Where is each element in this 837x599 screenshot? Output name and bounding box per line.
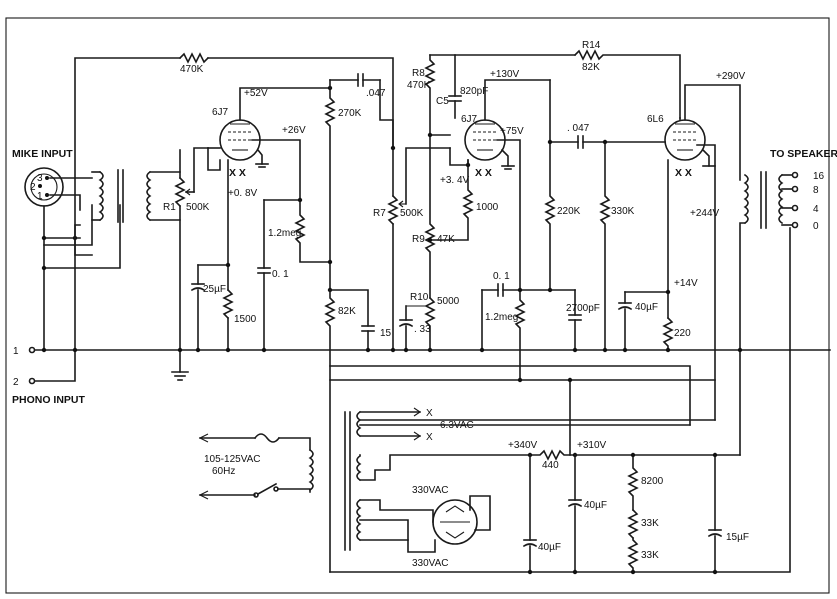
r-8200: 8200 xyxy=(641,476,664,487)
c5-value: 820pF xyxy=(460,86,488,97)
cap-33-value: . 33 xyxy=(414,324,431,335)
cap-40uf-b xyxy=(522,454,538,573)
hv-top-label: 330VAC xyxy=(412,485,449,496)
cap-2700pf-value: 2700pF xyxy=(566,303,600,314)
r7-name: R7 xyxy=(373,208,386,219)
speaker-terminals xyxy=(781,171,799,351)
cap-01-a-value: 0. 1 xyxy=(272,269,289,280)
cap-047-b-value: . 047 xyxy=(567,123,590,134)
cap-25uf-value: 25µF xyxy=(203,284,226,295)
cap-33 xyxy=(398,305,414,351)
phono-pin2: 2 xyxy=(13,377,19,388)
mains-freq-label: 60Hz xyxy=(212,466,235,477)
v2-cathode-voltage: +3. 4V xyxy=(440,175,470,186)
speaker-tap-16: 16 xyxy=(813,171,825,182)
r14-value: 82K xyxy=(582,62,600,73)
v1-screen-voltage: +26V xyxy=(282,125,306,136)
cap-40uf-a xyxy=(617,291,633,351)
tube-v2-heater: X X xyxy=(475,167,492,179)
v3-cathode-voltage: +14V xyxy=(674,278,698,289)
cap-15uf xyxy=(707,454,723,573)
r-cathode-1000: 1000 xyxy=(476,202,499,213)
output-transformer xyxy=(739,171,784,351)
r7-value: 500K xyxy=(400,208,424,219)
speaker-tap-0: 0 xyxy=(813,221,819,232)
v1-plate-voltage: +52V xyxy=(244,88,268,99)
phono-terminal-1 xyxy=(28,346,36,354)
cap-40uf-b-value: 40µF xyxy=(538,542,561,553)
cap-15-value: 15 xyxy=(380,328,392,339)
r14-name: R14 xyxy=(582,40,601,51)
heater-x1: X xyxy=(426,408,433,419)
cap-40uf-c-value: 40µF xyxy=(584,500,607,511)
cap-15uf-value: 15µF xyxy=(726,532,749,543)
tube-v1-label: 6J7 xyxy=(212,107,229,118)
r1-value: 500K xyxy=(186,202,210,213)
mike-pin3: 3 xyxy=(37,173,43,184)
cap-40uf-c xyxy=(567,454,583,573)
r-decouple-82k: 82K xyxy=(338,306,356,317)
supply-340v: +340V xyxy=(508,440,538,451)
r9-name: R9 xyxy=(412,234,425,245)
r10-potentiometer xyxy=(406,296,436,351)
r8-value: 470K xyxy=(407,80,431,91)
mains-section xyxy=(198,433,314,500)
cap-01-b-value: 0. 1 xyxy=(493,271,510,282)
to-speaker-label: TO SPEAKER xyxy=(770,148,837,160)
v3-screen-voltage: +244V xyxy=(690,208,720,219)
phono-pin1: 1 xyxy=(13,346,19,357)
r-feedback-value: 470K xyxy=(180,64,204,75)
r-cathode-220: 220 xyxy=(674,328,691,339)
speaker-tap-8: 8 xyxy=(813,185,819,196)
cap-047-a-value: .047 xyxy=(366,88,386,99)
mike-pin2: 2 xyxy=(30,182,36,193)
tube-v3-heater: X X xyxy=(675,167,692,179)
tube-v2-label: 6J7 xyxy=(461,114,478,125)
cap-25uf xyxy=(190,264,206,351)
v2-screen-voltage: +75V xyxy=(500,126,524,137)
border xyxy=(5,17,830,594)
r10-name: R10 xyxy=(410,292,429,303)
ground-symbol xyxy=(171,349,189,381)
r-plate-270k: 270K xyxy=(338,108,362,119)
v2-plate-voltage: +130V xyxy=(490,69,520,80)
r-cathode-1500: 1500 xyxy=(234,314,257,325)
mike-pin1: 1 xyxy=(37,191,43,202)
phono-input-label: PHONO INPUT xyxy=(12,394,86,406)
r8-name: R8 xyxy=(412,68,425,79)
tube-v3 xyxy=(664,119,706,161)
speaker-tap-4: 4 xyxy=(813,204,819,215)
r7-potentiometer xyxy=(379,79,406,351)
v1-cathode-voltage: +0. 8V xyxy=(228,188,258,199)
r-plate-220k: 220K xyxy=(557,206,581,217)
r-screen-12meg-b: 1.2meg xyxy=(485,312,518,323)
cap-40uf-a-value: 40µF xyxy=(635,302,658,313)
v3-plate-voltage: +290V xyxy=(716,71,746,82)
hv-bottom-label: 330VAC xyxy=(412,558,449,569)
power-transformer xyxy=(344,410,362,551)
r10-value: 5000 xyxy=(437,296,460,307)
heater-x2: X xyxy=(426,432,433,443)
tube-v3-label: 6L6 xyxy=(647,114,664,125)
r-33k-a: 33K xyxy=(641,518,659,529)
r-filter-440: 440 xyxy=(542,460,559,471)
r-grid-330k: 330K xyxy=(611,206,635,217)
supply-310v: +310V xyxy=(577,440,607,451)
c5-name: C5 xyxy=(436,96,449,107)
r-33k-b: 33K xyxy=(641,550,659,561)
cap-15 xyxy=(329,289,375,351)
phono-terminal-2 xyxy=(28,377,36,385)
r9-value: 47K xyxy=(437,234,455,245)
input-transformer xyxy=(91,169,181,223)
r-screen-12meg: 1.2meg xyxy=(268,228,301,239)
mike-input-label: MIKE INPUT xyxy=(12,148,73,160)
mains-voltage-label: 105-125VAC xyxy=(204,454,261,465)
r1-potentiometer xyxy=(174,149,195,351)
r1-name: R1 xyxy=(163,202,176,213)
cap-01-a xyxy=(257,199,271,351)
tube-v1-heater: X X xyxy=(229,167,246,179)
